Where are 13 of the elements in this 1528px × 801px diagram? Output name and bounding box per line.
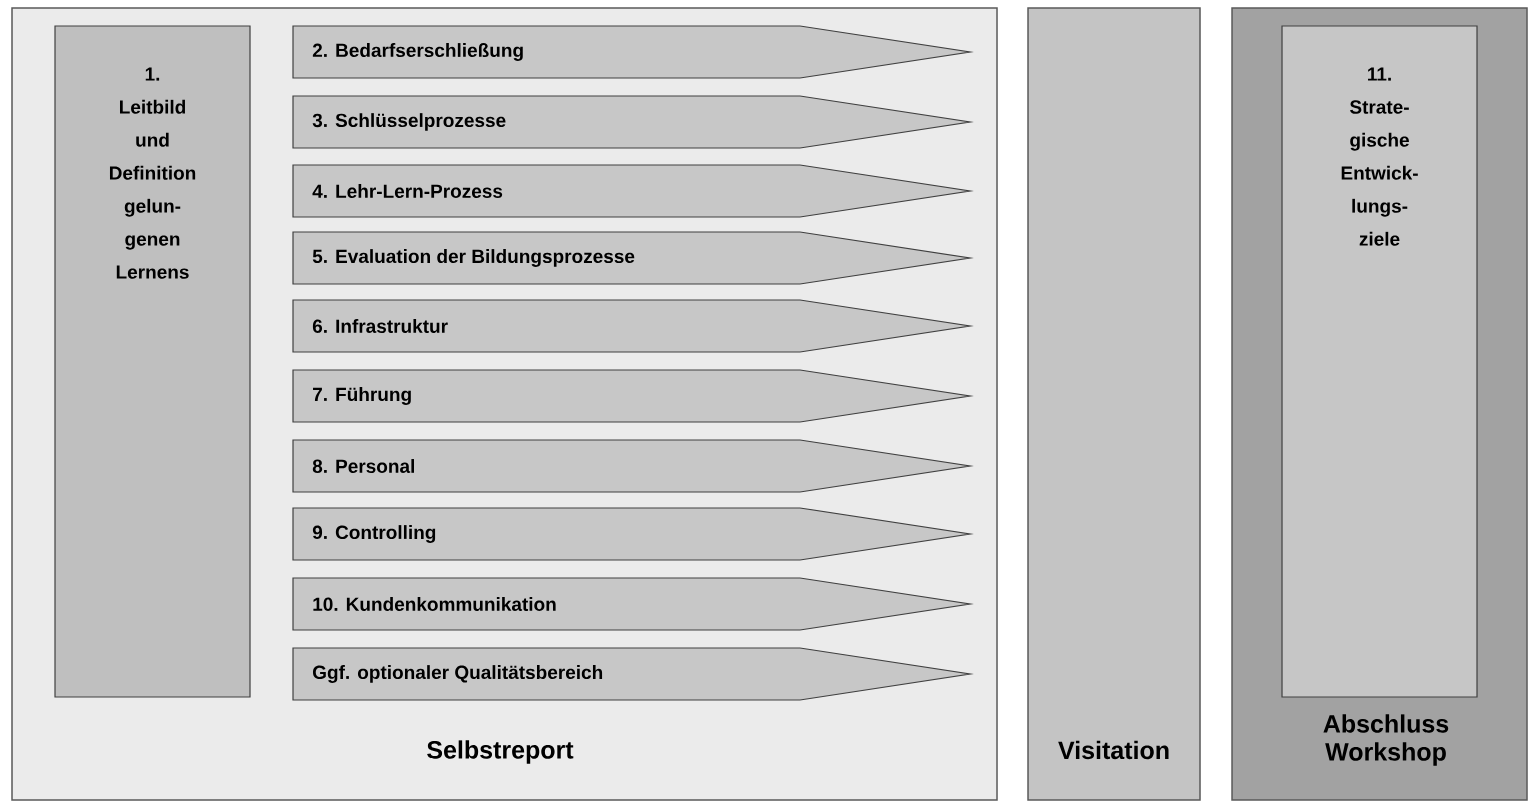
process-box: 1. Leitbild und Definition gelun- genen Lernens: [54, 25, 251, 698]
arrow-box: 6. Infrastruktur: [292, 299, 974, 353]
panel: Visitation: [1027, 7, 1201, 801]
arrow-box: 9. Controlling: [292, 507, 974, 561]
arrow-box: Ggf. optionaler Qualitätsbereich: [292, 647, 974, 701]
arrow-box: 3. Schlüsselprozesse: [292, 95, 974, 149]
arrow-box: 10. Kundenkommunikation: [292, 577, 974, 631]
arrow-box: 7. Führung: [292, 369, 974, 423]
arrow-box: 4. Lehr-Lern-Prozess: [292, 164, 974, 218]
arrow-box: 8. Personal: [292, 439, 974, 493]
arrow-box: 2. Bedarfserschließung: [292, 25, 974, 79]
arrow-box: 5. Evaluation der Bildungsprozesse: [292, 231, 974, 285]
process-box: 11. Strate- gische Entwick- lungs- ziele: [1281, 25, 1478, 698]
